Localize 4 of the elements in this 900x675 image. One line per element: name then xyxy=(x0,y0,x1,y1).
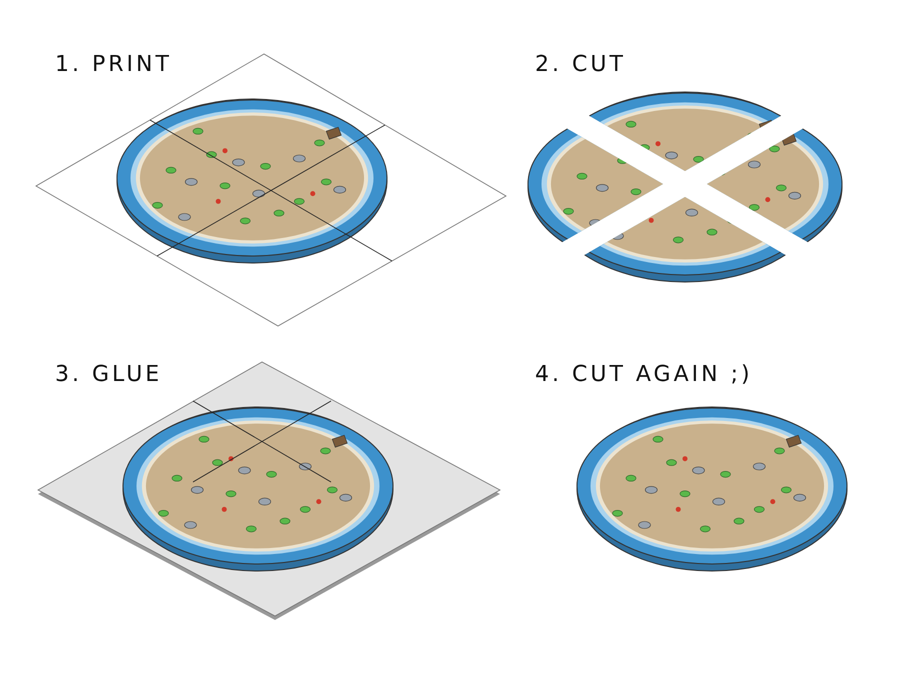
step-title: 3. GLUE xyxy=(55,362,162,387)
step-title: 2. CUT xyxy=(535,52,626,77)
step-title: 1. PRINT xyxy=(55,52,172,77)
step-title: 4. CUT AGAIN ;) xyxy=(535,362,753,387)
